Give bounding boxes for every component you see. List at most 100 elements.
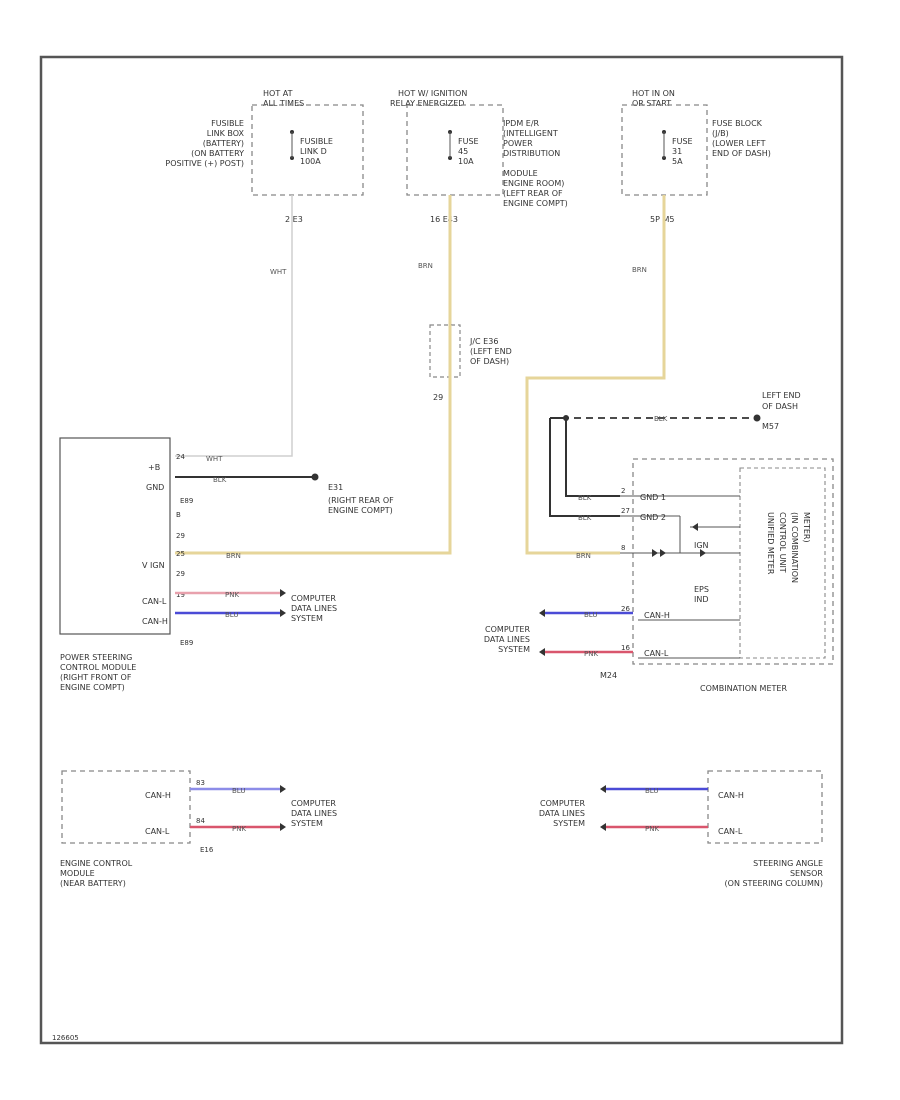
power-steering-module: +B GND V IGN CAN-L CAN-H 24 B 29 25 29 1…	[59, 437, 193, 692]
ps-ground-line-2: ENGINE COMPT)	[328, 506, 393, 515]
ps-pin-2: B	[176, 511, 181, 519]
meter-ign-arrow-3	[700, 549, 706, 557]
fuseblock-loc-line-1: FUSE BLOCK	[712, 119, 763, 128]
ecm-pin-canl: 84	[196, 817, 205, 825]
fusible-fuse-line-3: 100A	[300, 157, 321, 166]
wire-wht-fusible-to-ps	[175, 195, 293, 457]
ipdm-loc-line-5: MODULE	[503, 169, 538, 178]
ps-pin-name-gnd: GND	[146, 483, 164, 492]
fuse-block-box: HOT IN ON OR START FUSE 31 5A FUSE BLOCK…	[621, 89, 771, 224]
ecm-cds-line-3: SYSTEM	[291, 819, 323, 828]
wire-brn-fuseblock-to-meter	[525, 195, 666, 555]
unified-meter-unit-outline	[739, 467, 826, 659]
meter-cds-line-2: DATA LINES	[484, 635, 530, 644]
fuseblock-fuse-line-3: 5A	[672, 157, 683, 166]
meter-pin-1: 2	[621, 487, 625, 495]
meter-ground-line-2: OF DASH	[762, 402, 798, 411]
ecm-pin-canh: 83	[196, 779, 205, 787]
ps-pin-5: 29	[176, 570, 185, 578]
wire-label-blk-gnd1: BLK	[578, 494, 592, 502]
meter-unit-line-3: (IN COMBINATION	[790, 512, 799, 583]
fusible-fuse-line-2: LINK D	[300, 147, 327, 156]
wire-brn-jc-to-ps	[175, 377, 452, 555]
sas-outline	[707, 770, 823, 844]
ps-pin-name-b: +B	[148, 463, 160, 472]
wire-label-brn-2: BRN	[632, 266, 647, 274]
ps-canh-arrow	[280, 609, 286, 617]
fusible-fuse-line-1: FUSIBLE	[300, 137, 333, 146]
diagram-frame	[39, 55, 844, 1045]
ecm-outline	[61, 770, 191, 844]
ps-pin-3: 29	[176, 532, 185, 540]
meter-eps-line-1: EPS	[694, 585, 709, 594]
meter-label: COMBINATION METER	[700, 684, 787, 693]
ecm-label-line-3: (NEAR BATTERY)	[60, 879, 126, 888]
meter-canh-arrow	[539, 609, 545, 617]
ecm-label-line-1: ENGINE CONTROL	[60, 859, 133, 868]
meter-pin-5: 16	[621, 644, 630, 652]
ps-ground-line-1: (RIGHT REAR OF	[328, 496, 394, 505]
fusible-hot-line-1: HOT AT	[263, 89, 293, 98]
ipdm-loc-line-2: (INTELLIGENT	[503, 129, 558, 138]
wire-label-pnk-ps: PNK	[225, 591, 239, 599]
fusible-loc-line-3: (BATTERY)	[203, 139, 244, 148]
ps-pin-4: 25	[176, 550, 185, 558]
sas-label-line-1: STEERING ANGLE	[753, 859, 823, 868]
fusible-hot-line-2: ALL TIMES	[263, 99, 304, 108]
fuseblock-fuse-line-2: 31	[672, 147, 682, 156]
ecm-cds-line-1: COMPUTER	[291, 799, 336, 808]
ps-label-line-1: POWER STEERING	[60, 653, 132, 662]
ps-label-line-2: CONTROL MODULE	[60, 663, 136, 672]
meter-unit-line-1: UNIFIED METER	[766, 512, 775, 575]
meter-ground-line-3: M57	[762, 422, 779, 431]
ps-ground-point	[311, 473, 319, 481]
sas-label-line-2: SENSOR	[790, 869, 823, 878]
fuseblock-loc-line-3: (LOWER LEFT	[712, 139, 766, 148]
sas-canl-arrow	[600, 823, 606, 831]
ipdm-connector: 16 E43	[430, 215, 458, 224]
meter-ign-arrow-1	[652, 549, 658, 557]
ps-pin-6: 19	[176, 591, 185, 599]
fuseblock-hot-line-2: OR START	[632, 99, 671, 108]
meter-pin-name-canh: CAN-H	[644, 611, 670, 620]
ipdm-loc-line-8: ENGINE COMPT)	[503, 199, 568, 208]
meter-ground-point	[753, 414, 761, 422]
fusible-link-box: HOT AT ALL TIMES FUSIBLE LINK D 100A FUS…	[165, 89, 364, 224]
ps-label-line-3: (RIGHT FRONT OF	[60, 673, 132, 682]
junction-line-2: (LEFT END	[470, 347, 512, 356]
ipdm-loc-line-6: ENGINE ROOM)	[503, 179, 564, 188]
ps-label-line-4: ENGINE COMPT)	[60, 683, 125, 692]
ecm-cds-line-2: DATA LINES	[291, 809, 337, 818]
ipdm-fuse-line-1: FUSE	[458, 137, 479, 146]
junction-outline	[429, 324, 461, 378]
wire-label-blk-ps: BLK	[213, 476, 227, 484]
meter-pin-name-canl: CAN-L	[644, 649, 669, 658]
ecm-canl-arrow	[280, 823, 286, 831]
junction-line-3: OF DASH)	[470, 357, 509, 366]
meter-cds-line-3: SYSTEM	[498, 645, 530, 654]
ipdm-loc-line-7: (LEFT REAR OF	[503, 189, 563, 198]
meter-canl-arrow	[539, 648, 545, 656]
ecm-label-line-2: MODULE	[60, 869, 95, 878]
meter-pin-name-gnd1: GND 1	[640, 493, 666, 502]
ps-module-outline	[59, 437, 171, 635]
ecm-pin-name-canl: CAN-L	[145, 827, 170, 836]
ipdm-fuse-line-2: 45	[458, 147, 468, 156]
ps-cds-line-3: SYSTEM	[291, 614, 323, 623]
wire-label-blu-sas: BLU	[645, 787, 658, 795]
ps-cds-line-1: COMPUTER	[291, 594, 336, 603]
fuseblock-hot-line-1: HOT IN ON	[632, 89, 675, 98]
ps-pin-name-canh: CAN-H	[142, 617, 168, 626]
ipdm-fuse-line-3: 10A	[458, 157, 474, 166]
fusible-loc-line-2: LINK BOX	[207, 129, 245, 138]
ipdm-hot-line-2: RELAY ENERGIZED	[390, 99, 464, 108]
ps-pin-name-vign: V IGN	[142, 561, 165, 570]
ps-cds-line-2: DATA LINES	[291, 604, 337, 613]
wire-label-wht-ps: WHT	[206, 455, 223, 463]
fusible-box-outline	[251, 104, 364, 196]
sas-label-line-3: (ON STEERING COLUMN)	[725, 879, 823, 888]
wire-label-pnk-ecm: PNK	[232, 825, 246, 833]
ps-connector-2: E89	[180, 639, 193, 647]
sas-canh-arrow	[600, 785, 606, 793]
